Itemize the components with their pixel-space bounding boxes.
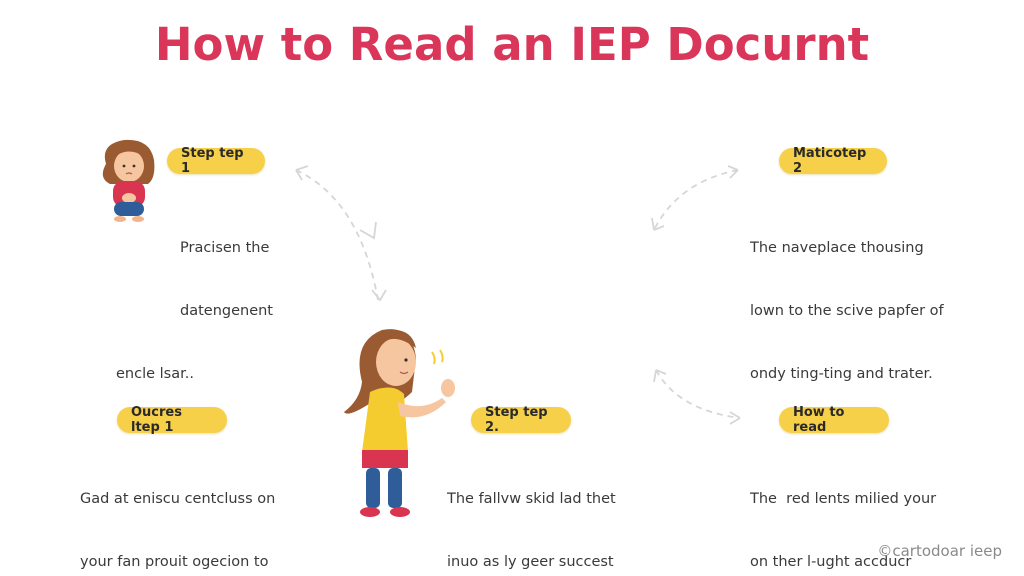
step-text-2: The naveplace thousing lown to the scive… (750, 240, 944, 382)
step-badge-3: Oucres ltep 1 (117, 405, 227, 435)
step-text-5: The red lents milied your on ther l-ught… (750, 491, 937, 570)
page-title: How to Read an IEP Docurnt (154, 18, 870, 71)
waving-girl-illustration (344, 329, 455, 517)
step-badge-4: Step tep 2. (471, 405, 571, 435)
curved-arrow-icon (295, 165, 387, 302)
curved-arrow-icon (653, 369, 741, 425)
step-text-3: Gad at eniscu centcluss on your fan prou… (80, 491, 276, 570)
step-badge-5: How to read (779, 405, 889, 435)
step-text-1: Pracisen the datengenent encle lsar.. (116, 240, 273, 382)
curved-arrow-icon (651, 165, 739, 231)
step-badge-1: Step tep 1 (167, 146, 265, 176)
step-badge-2: Maticotep 2 (779, 146, 887, 176)
sad-girl-illustration (102, 139, 155, 222)
step-text-4: The fallvw skid lad thet inuo as ly geer… (447, 491, 616, 570)
credit-watermark: ©cartodoar ieep (877, 542, 1002, 560)
